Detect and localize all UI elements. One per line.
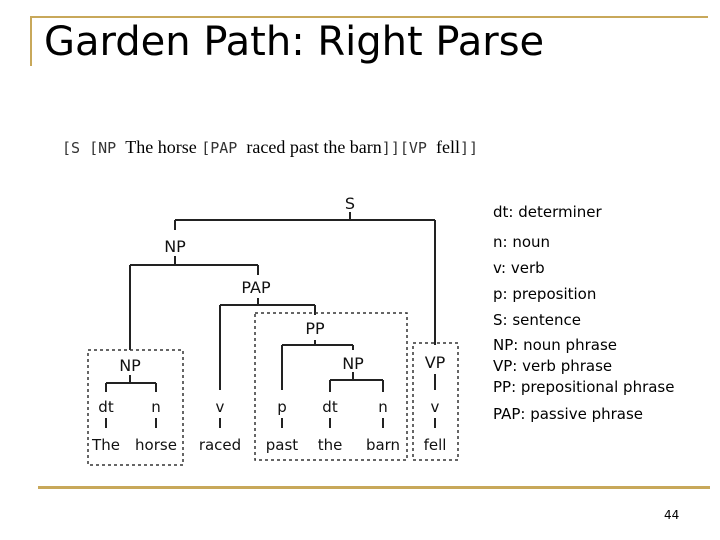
title-top-rule: [30, 16, 708, 18]
word: past: [266, 436, 299, 454]
vp-box: [412, 342, 459, 461]
bracketed-sentence: [S [NP The horse [PAP raced past the bar…: [62, 137, 478, 158]
np-left-box: [87, 349, 184, 466]
legend-item: PP: prepositional phrase: [493, 378, 675, 396]
legend-item: VP: verb phrase: [493, 357, 613, 375]
legend-item: S: sentence: [493, 311, 581, 329]
legend-item: NP: noun phrase: [493, 336, 617, 354]
slide-title: Garden Path: Right Parse: [44, 19, 545, 65]
bracket-part: [S [NP: [62, 139, 126, 157]
bracket-part: The horse: [125, 137, 202, 157]
title-left-rule: [30, 16, 32, 66]
bracket-part: ]][VP: [381, 139, 436, 157]
node-S: S: [345, 194, 355, 213]
pos-tag: v: [216, 398, 225, 416]
legend-item: PAP: passive phrase: [493, 405, 644, 423]
node-NP-left: NP: [119, 356, 141, 375]
word: the: [318, 436, 343, 454]
pos-tag: n: [151, 398, 161, 416]
bracket-part: raced past the barn: [246, 137, 382, 157]
node-VP: VP: [425, 353, 446, 372]
node-NP-right: NP: [342, 354, 364, 373]
pos-tag: n: [378, 398, 388, 416]
node-PP: PP: [305, 319, 325, 338]
node-PAP: PAP: [241, 278, 271, 297]
word: fell: [424, 436, 447, 454]
pos-tag: v: [431, 398, 440, 416]
legend-item: n: noun: [493, 233, 551, 251]
legend-item: p: preposition: [493, 285, 597, 303]
word: raced: [199, 436, 241, 454]
pos-tag: p: [277, 398, 287, 416]
bracket-part: fell: [435, 137, 460, 157]
word: horse: [135, 436, 177, 454]
pp-box: [254, 312, 408, 461]
legend-item: dt: determiner: [493, 203, 602, 221]
node-NP-top: NP: [164, 237, 186, 256]
word: barn: [366, 436, 400, 454]
pos-tag: dt: [98, 398, 114, 416]
pos-tag: dt: [322, 398, 338, 416]
bracket-part: [PAP: [201, 139, 247, 157]
bracket-part: ]]: [459, 139, 479, 157]
footer-rule: [38, 486, 710, 489]
word: The: [91, 436, 120, 454]
page-number: 44: [664, 508, 680, 522]
legend-item: v: verb: [493, 259, 545, 277]
